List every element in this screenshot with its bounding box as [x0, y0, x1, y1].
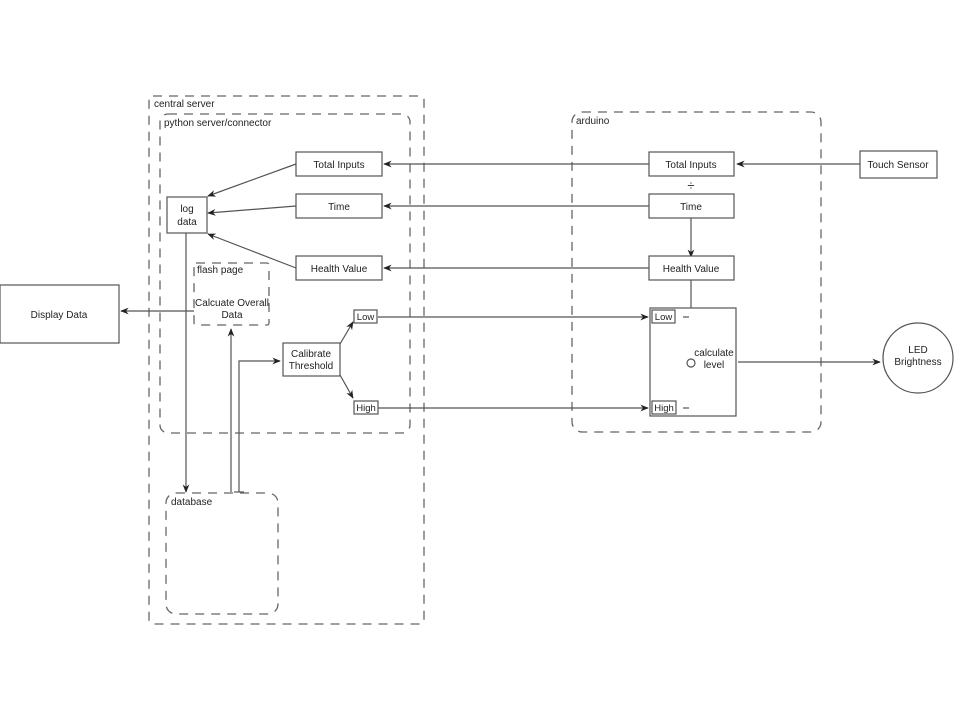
- group-arduino: arduino: [571, 111, 822, 433]
- calibrate-label-2: Threshold: [289, 361, 333, 372]
- edges: [120, 160, 881, 493]
- node-arduino-total-inputs[interactable]: Total Inputs: [648, 151, 735, 177]
- edge-cal-to-high: [339, 374, 354, 399]
- led-label-1: LED: [908, 345, 927, 356]
- group-label-flash-page: flash page: [197, 265, 244, 276]
- node-server-time[interactable]: Time: [295, 193, 383, 219]
- group-label-arduino: arduino: [576, 116, 610, 127]
- display-data-label: Display Data: [31, 310, 88, 321]
- calc-level-high-label: High: [654, 403, 674, 414]
- group-label-python-server: python server/connector: [164, 118, 272, 129]
- server-health-value-label: Health Value: [311, 264, 368, 275]
- group-label-database: database: [171, 497, 213, 508]
- node-arduino-time[interactable]: Time: [648, 193, 735, 219]
- node-server-health-value[interactable]: Health Value: [295, 255, 383, 281]
- arduino-time-label: Time: [680, 202, 702, 213]
- calc-level-low-label: Low: [655, 312, 673, 323]
- calc-overall-label-2: Data: [221, 310, 243, 321]
- calibrate-label-1: Calibrate: [291, 349, 331, 360]
- calc-level-label-1: calculate: [694, 348, 734, 359]
- node-touch-sensor[interactable]: Touch Sensor: [859, 150, 938, 179]
- edge-cal-to-low: [339, 321, 354, 345]
- node-log-data[interactable]: log data: [166, 196, 208, 234]
- arduino-health-value-label: Health Value: [663, 264, 720, 275]
- node-led-brightness[interactable]: LED Brightness: [882, 322, 954, 394]
- node-calculate-level[interactable]: Low High calculate level: [649, 307, 737, 417]
- log-data-label-2: data: [177, 217, 197, 228]
- node-calibrate-threshold[interactable]: Calibrate Threshold: [282, 342, 341, 377]
- log-data-label-1: log: [180, 204, 193, 215]
- calc-level-low-port: [651, 309, 676, 324]
- node-arduino-health-value[interactable]: Health Value: [648, 255, 735, 281]
- divide-icon: ÷: [687, 178, 694, 193]
- group-label-central-server: central server: [154, 99, 215, 110]
- calc-overall-label-1: Calcuate Overall: [195, 298, 269, 309]
- group-database: database: [165, 492, 279, 615]
- node-display-data[interactable]: Display Data: [0, 284, 120, 344]
- calc-level-port-circle: [686, 358, 696, 368]
- edge-db-to-calibrate: [238, 357, 281, 492]
- server-total-inputs-label: Total Inputs: [313, 160, 364, 171]
- node-server-total-inputs[interactable]: Total Inputs: [295, 151, 383, 177]
- high-label: High: [356, 403, 376, 414]
- led-label-2: Brightness: [894, 357, 941, 368]
- group-central-server: central server: [148, 95, 425, 625]
- edge-health-to-log: [207, 233, 297, 269]
- low-label: Low: [357, 312, 375, 323]
- touch-sensor-label: Touch Sensor: [867, 160, 929, 171]
- node-low[interactable]: Low: [353, 309, 378, 324]
- calc-level-label-2: level: [704, 360, 725, 371]
- node-high[interactable]: High: [353, 400, 379, 415]
- group-python-server: python server/connector: [159, 113, 411, 434]
- arduino-total-inputs-label: Total Inputs: [665, 160, 716, 171]
- server-time-label: Time: [328, 202, 350, 213]
- edge-time-to-log: [207, 205, 297, 216]
- calc-level-high-port: [651, 400, 677, 415]
- group-flash-page: flash page: [193, 262, 270, 326]
- edge-total-to-log: [207, 163, 297, 197]
